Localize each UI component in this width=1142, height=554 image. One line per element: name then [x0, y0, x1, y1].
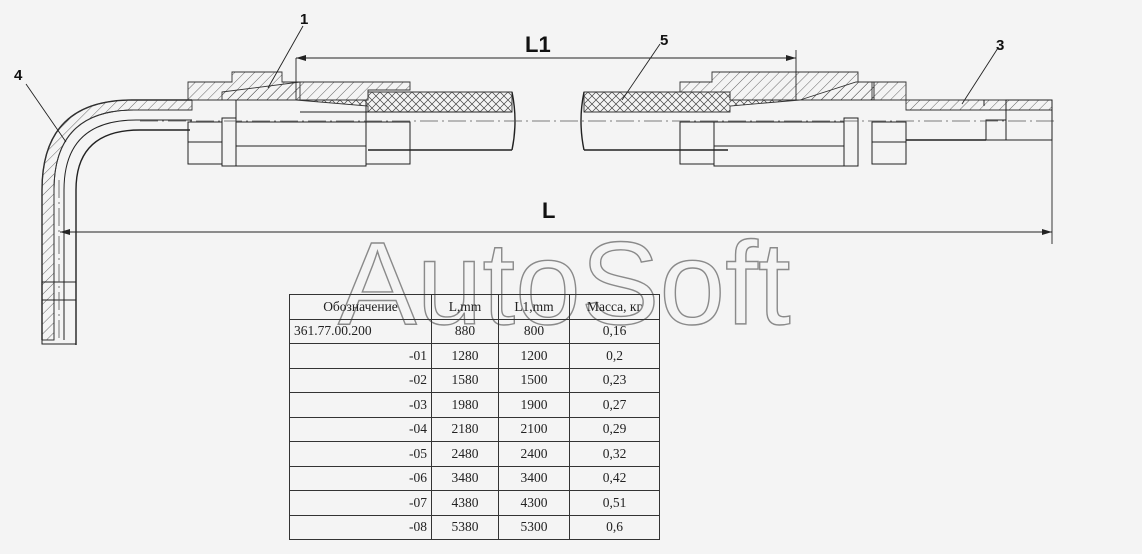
cell-designation: -01 — [289, 343, 432, 369]
cell-designation: -04 — [289, 416, 432, 442]
table-row: 361.77.00.200 880 800 0,16 — [289, 318, 660, 344]
cell-L: 4380 — [431, 490, 499, 516]
cell-L: 1280 — [431, 343, 499, 369]
cell-L1: 2100 — [498, 416, 570, 442]
bent-tube — [41, 99, 193, 345]
cell-L1: 3400 — [498, 465, 570, 491]
callout-part-3: 3 — [996, 37, 1004, 54]
callouts: 1 5 3 4 — [14, 11, 1004, 143]
cell-L: 1580 — [431, 367, 499, 393]
cell-designation: -05 — [289, 441, 432, 467]
header-length-L: L,mm — [431, 294, 499, 320]
dimension-L-label: L — [542, 198, 555, 223]
dimension-L1-label: L1 — [525, 32, 551, 57]
table-row: -02 1580 1500 0,23 — [289, 367, 660, 393]
cell-L: 2180 — [431, 416, 499, 442]
table-row: -03 1980 1900 0,27 — [289, 392, 660, 418]
cell-L: 3480 — [431, 465, 499, 491]
cell-L1: 1200 — [498, 343, 570, 369]
table-row: -01 1280 1200 0,2 — [289, 343, 660, 369]
cell-L1: 1900 — [498, 392, 570, 418]
table-row: -08 5380 5300 0,6 — [289, 514, 660, 540]
straight-tube — [905, 99, 1053, 141]
cell-L: 2480 — [431, 441, 499, 467]
spec-table: Обозначение L,mm L1,mm Масса, кг 361.77.… — [289, 294, 660, 540]
cell-L: 1980 — [431, 392, 499, 418]
cell-designation: -08 — [289, 514, 432, 540]
cell-mass: 0,29 — [569, 416, 660, 442]
table-row: -07 4380 4300 0,51 — [289, 490, 660, 516]
cell-mass: 0,32 — [569, 441, 660, 467]
cell-L1: 2400 — [498, 441, 570, 467]
cell-designation: -06 — [289, 465, 432, 491]
cell-mass: 0,42 — [569, 465, 660, 491]
cell-L1: 5300 — [498, 514, 570, 540]
table-row: -06 3480 3400 0,42 — [289, 465, 660, 491]
callout-part-1: 1 — [300, 11, 308, 28]
cell-mass: 0,16 — [569, 318, 660, 344]
cell-mass: 0,6 — [569, 514, 660, 540]
cell-L: 5380 — [431, 514, 499, 540]
right-fitting — [679, 71, 907, 167]
cell-mass: 0,2 — [569, 343, 660, 369]
table-header-row: Обозначение L,mm L1,mm Масса, кг — [289, 294, 660, 320]
cell-L: 880 — [431, 318, 499, 344]
header-designation: Обозначение — [289, 294, 432, 320]
left-fitting — [187, 71, 411, 167]
dimension-L: L — [60, 110, 1053, 244]
cell-designation: -03 — [289, 392, 432, 418]
cell-L1: 800 — [498, 318, 570, 344]
cell-L1: 4300 — [498, 490, 570, 516]
dimension-L1: L1 — [295, 32, 797, 100]
table-row: -05 2480 2400 0,32 — [289, 441, 660, 467]
cell-designation: 361.77.00.200 — [289, 318, 432, 344]
cell-mass: 0,51 — [569, 490, 660, 516]
table-row: -04 2180 2100 0,29 — [289, 416, 660, 442]
cell-mass: 0,27 — [569, 392, 660, 418]
cell-designation: -02 — [289, 367, 432, 393]
header-mass: Масса, кг — [569, 294, 660, 320]
cell-designation: -07 — [289, 490, 432, 516]
header-length-L1: L1,mm — [498, 294, 570, 320]
cell-mass: 0,23 — [569, 367, 660, 393]
cell-L1: 1500 — [498, 367, 570, 393]
callout-part-5: 5 — [660, 32, 668, 49]
callout-part-4: 4 — [14, 67, 23, 84]
